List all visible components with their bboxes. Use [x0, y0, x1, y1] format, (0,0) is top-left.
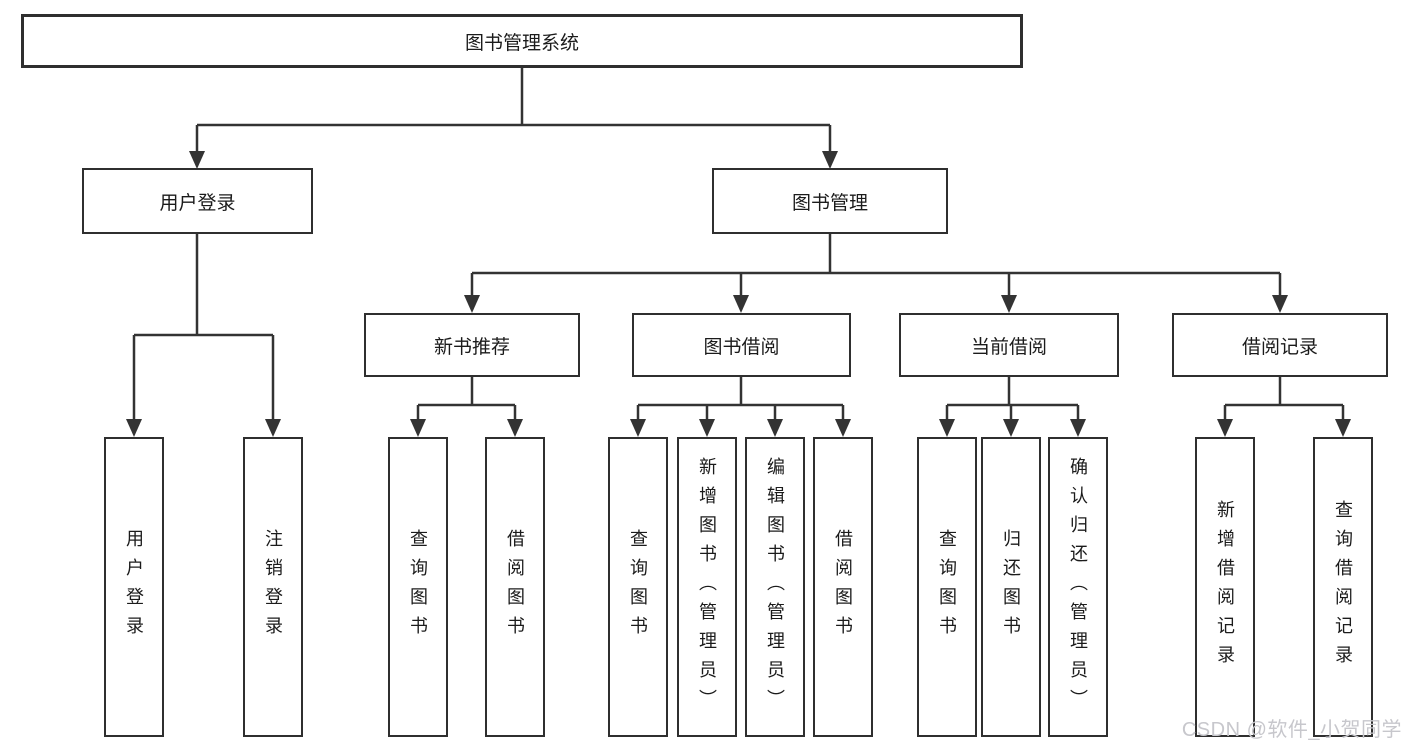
connector-current-borrow-to-leaves — [939, 377, 1086, 437]
leaf-user-login-label: 用户登录 — [124, 529, 144, 645]
leaf-edit-books-admin: 编辑图书（管理员） — [745, 437, 805, 737]
connector-book-borrow-to-leaves — [630, 377, 851, 437]
leaf-query-books-newbooks: 查询图书 — [388, 437, 448, 737]
leaf-add-books-admin-label: 新增图书（管理员） — [697, 456, 717, 718]
leaf-query-books-borrow: 查询图书 — [608, 437, 668, 737]
node-book-borrow-label: 图书借阅 — [703, 336, 780, 358]
node-root-label: 图书管理系统 — [464, 32, 579, 54]
leaf-return-books-label: 归还图书 — [1001, 529, 1021, 645]
leaf-query-books-current: 查询图书 — [917, 437, 977, 737]
leaf-logout-label: 注销登录 — [263, 529, 283, 645]
leaf-query-books-borrow-label: 查询图书 — [628, 529, 648, 645]
leaf-confirm-return-admin: 确认归还（管理员） — [1048, 437, 1108, 737]
leaf-add-borrow-record: 新增借阅记录 — [1195, 437, 1255, 737]
node-book-mgmt: 图书管理 — [712, 168, 948, 234]
leaf-borrow-books-newbooks-label: 借阅图书 — [505, 529, 525, 645]
leaf-logout: 注销登录 — [243, 437, 303, 737]
connector-book-mgmt-to-level2 — [464, 234, 1288, 313]
leaf-query-books-newbooks-label: 查询图书 — [408, 529, 428, 645]
node-new-books: 新书推荐 — [364, 313, 580, 377]
leaf-confirm-return-admin-label: 确认归还（管理员） — [1068, 456, 1088, 718]
leaf-borrow-books-borrow-label: 借阅图书 — [833, 529, 853, 645]
leaf-add-books-admin: 新增图书（管理员） — [677, 437, 737, 737]
csdn-watermark: CSDN @软件_小贺同学 — [1181, 719, 1402, 741]
node-borrow-records: 借阅记录 — [1172, 313, 1388, 377]
connector-root-to-level1 — [189, 68, 838, 169]
node-root: 图书管理系统 — [21, 14, 1023, 68]
leaf-borrow-books-borrow: 借阅图书 — [813, 437, 873, 737]
leaf-query-borrow-record-label: 查询借阅记录 — [1333, 500, 1353, 674]
leaf-query-books-current-label: 查询图书 — [937, 529, 957, 645]
node-user-login: 用户登录 — [82, 168, 313, 234]
node-current-borrow-label: 当前借阅 — [970, 336, 1047, 358]
leaf-edit-books-admin-label: 编辑图书（管理员） — [765, 456, 785, 718]
leaf-user-login: 用户登录 — [104, 437, 164, 737]
leaf-add-borrow-record-label: 新增借阅记录 — [1215, 500, 1235, 674]
connector-user-login-to-leaves — [126, 234, 281, 437]
node-book-borrow: 图书借阅 — [632, 313, 851, 377]
leaf-borrow-books-newbooks: 借阅图书 — [485, 437, 545, 737]
connector-new-books-to-leaves — [410, 377, 523, 437]
node-user-login-label: 用户登录 — [159, 192, 236, 214]
node-book-mgmt-label: 图书管理 — [791, 192, 868, 214]
leaf-return-books: 归还图书 — [981, 437, 1041, 737]
connector-borrow-records-to-leaves — [1217, 377, 1351, 437]
node-current-borrow: 当前借阅 — [899, 313, 1119, 377]
node-new-books-label: 新书推荐 — [433, 336, 510, 358]
leaf-query-borrow-record: 查询借阅记录 — [1313, 437, 1373, 737]
node-borrow-records-label: 借阅记录 — [1241, 336, 1318, 358]
